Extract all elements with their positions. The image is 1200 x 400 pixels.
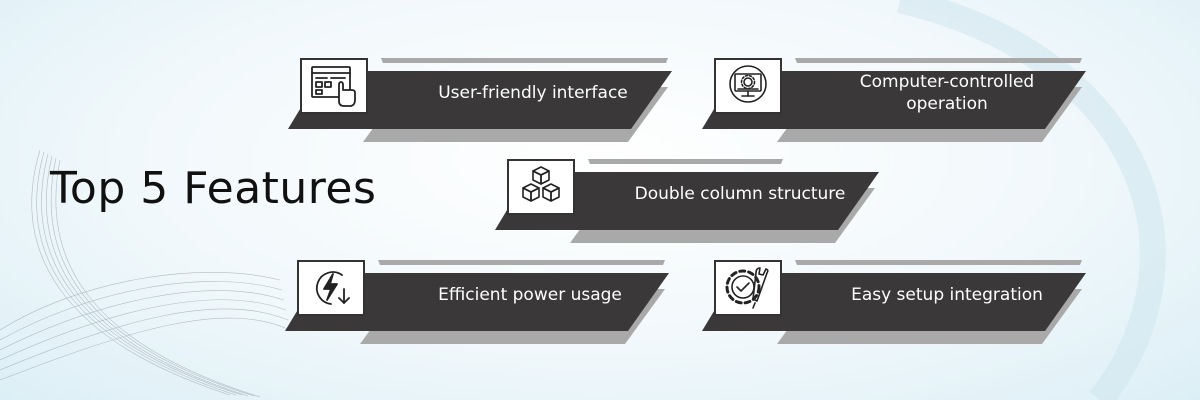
page-title: Top 5 Features bbox=[50, 163, 377, 214]
feature-card-computer-controlled: Computer-controlled operation bbox=[702, 57, 1102, 142]
card-shape bbox=[288, 58, 672, 142]
interface-click-icon bbox=[300, 58, 368, 114]
gear-wrench-check-icon bbox=[714, 260, 782, 316]
feature-label: Efficient power usage bbox=[438, 285, 622, 305]
feature-card-efficient-power: Efficient power usage bbox=[285, 259, 685, 344]
feature-label: Computer-controlled operation bbox=[859, 72, 1035, 114]
feature-label: User-friendly interface bbox=[438, 83, 628, 103]
card-shape bbox=[702, 260, 1086, 344]
feature-card-double-column: Double column structure bbox=[495, 158, 895, 243]
power-lightning-icon bbox=[297, 260, 365, 316]
card-shape bbox=[285, 260, 669, 344]
feature-card-easy-setup: Easy setup integration bbox=[702, 259, 1102, 344]
feature-label: Easy setup integration bbox=[851, 285, 1043, 305]
feature-card-user-friendly: User-friendly interface bbox=[288, 57, 688, 142]
card-shape bbox=[495, 159, 879, 243]
card-shape bbox=[702, 58, 1086, 142]
stacked-cubes-icon bbox=[507, 159, 575, 215]
feature-label: Double column structure bbox=[634, 184, 846, 204]
computer-monitor-gear-icon bbox=[714, 58, 782, 114]
